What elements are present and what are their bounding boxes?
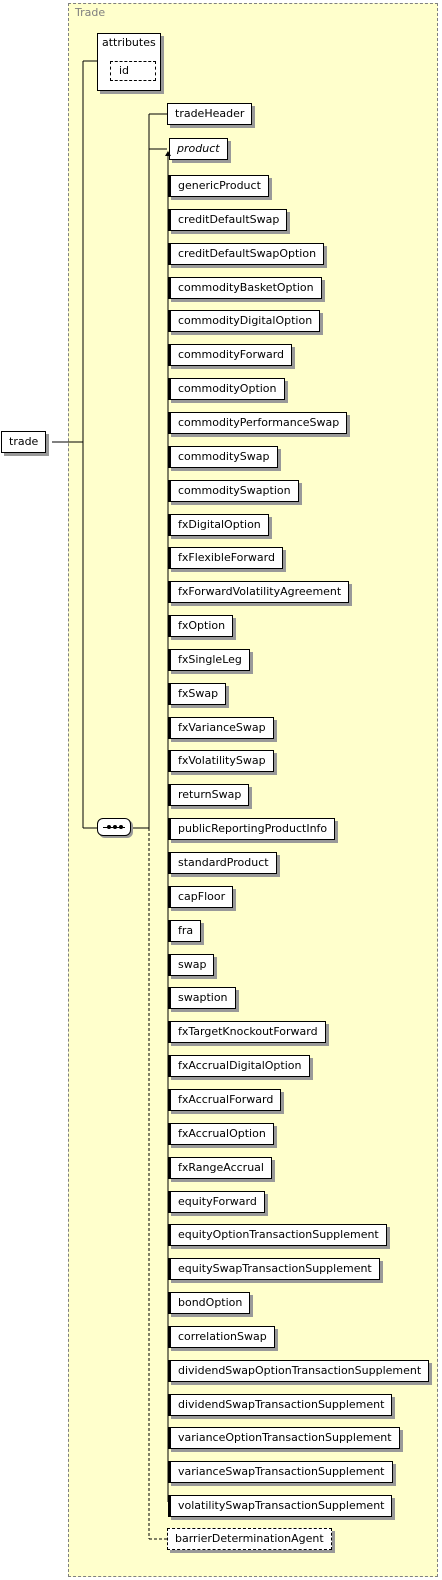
product-item[interactable]: dividendSwapTransactionSupplement — [168, 1394, 393, 1416]
product-item[interactable]: fxAccrualDigitalOption — [168, 1055, 310, 1077]
sequence-compositor-icon[interactable] — [97, 818, 131, 836]
product-item[interactable]: fxVolatilitySwap — [168, 750, 274, 772]
product-item[interactable]: publicReportingProductInfo — [168, 818, 336, 840]
group-title: Trade — [75, 6, 106, 19]
product-item[interactable]: standardProduct — [168, 852, 277, 874]
product-item[interactable]: swap — [168, 954, 215, 976]
product-item[interactable]: bondOption — [168, 1292, 251, 1314]
attribute-id[interactable]: id — [110, 61, 156, 81]
product-item[interactable]: genericProduct — [168, 175, 269, 197]
product-item[interactable]: creditDefaultSwapOption — [168, 243, 325, 265]
product-item[interactable]: commoditySwap — [168, 446, 278, 468]
product-item[interactable]: fxSwap — [168, 683, 227, 705]
attributes-label: attributes — [102, 36, 156, 49]
product-element[interactable]: product — [169, 138, 228, 160]
product-item[interactable]: capFloor — [168, 886, 234, 908]
product-item[interactable]: fxSingleLeg — [168, 649, 250, 671]
product-item[interactable]: fxAccrualForward — [168, 1089, 282, 1111]
product-item[interactable]: fxRangeAccrual — [168, 1157, 272, 1179]
product-item[interactable]: varianceOptionTransactionSupplement — [168, 1427, 400, 1449]
product-item[interactable]: fxFlexibleForward — [168, 547, 283, 569]
product-item[interactable]: commodityForward — [168, 344, 293, 366]
product-item[interactable]: fxAccrualOption — [168, 1123, 274, 1145]
trade-type-group-frame — [68, 3, 438, 1577]
trade-element[interactable]: trade — [1, 431, 47, 453]
product-item[interactable]: fxDigitalOption — [168, 514, 269, 536]
product-item[interactable]: fra — [168, 920, 202, 942]
product-item[interactable]: volatilitySwapTransactionSupplement — [168, 1495, 393, 1517]
product-item[interactable]: creditDefaultSwap — [168, 209, 288, 231]
product-item[interactable]: commoditySwaption — [168, 480, 299, 502]
trade-header-element[interactable]: tradeHeader — [167, 103, 253, 125]
barrier-determination-agent-element[interactable]: barrierDeterminationAgent — [167, 1528, 332, 1550]
product-item[interactable]: commodityOption — [168, 378, 285, 400]
product-item[interactable]: dividendSwapOptionTransactionSupplement — [168, 1360, 430, 1382]
product-item[interactable]: fxForwardVolatilityAgreement — [168, 581, 350, 603]
product-item[interactable]: equityForward — [168, 1191, 265, 1213]
substitution-arrow-icon — [165, 151, 171, 163]
product-item[interactable]: fxVarianceSwap — [168, 717, 274, 739]
attributes-box: attributes id — [97, 33, 161, 91]
product-item[interactable]: varianceSwapTransactionSupplement — [168, 1461, 393, 1483]
product-item[interactable]: commodityPerformanceSwap — [168, 412, 348, 434]
product-item[interactable]: swaption — [168, 987, 236, 1009]
product-item[interactable]: equitySwapTransactionSupplement — [168, 1258, 380, 1280]
product-label: product — [177, 142, 220, 155]
product-item[interactable]: correlationSwap — [168, 1326, 275, 1348]
product-item[interactable]: commodityDigitalOption — [168, 310, 321, 332]
product-item[interactable]: fxOption — [168, 615, 234, 637]
product-item[interactable]: fxTargetKnockoutForward — [168, 1021, 326, 1043]
product-item[interactable]: returnSwap — [168, 784, 250, 806]
product-item[interactable]: commodityBasketOption — [168, 277, 322, 299]
product-item[interactable]: equityOptionTransactionSupplement — [168, 1224, 387, 1246]
